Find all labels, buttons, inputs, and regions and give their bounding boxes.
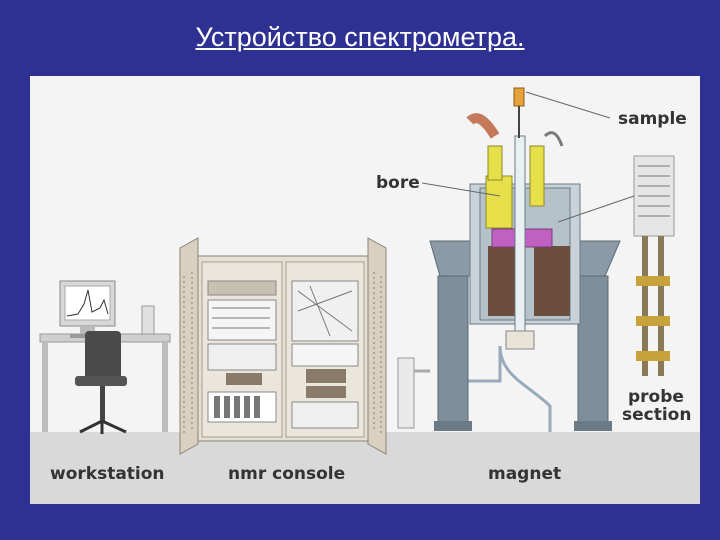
label-magnet: magnet	[488, 464, 562, 484]
spectrometer-illustration	[30, 76, 700, 504]
label-sample: sample	[618, 109, 687, 129]
label-probe-line2: section	[622, 405, 692, 425]
label-workstation: workstation	[50, 464, 165, 484]
nmr-console-illustration	[179, 237, 387, 455]
floor	[30, 432, 700, 504]
label-probe-line1: probe	[628, 387, 684, 407]
magnet-illustration	[429, 87, 621, 431]
label-nmr-console: nmr console	[228, 464, 346, 484]
workstation-illustration	[39, 280, 171, 434]
slide-title: Устройство спектрометра.	[195, 22, 525, 52]
probe-section-illustration	[633, 155, 675, 376]
diagram-panel: sample bore probe section workstation nm…	[30, 76, 700, 504]
label-bore: bore	[376, 173, 420, 193]
